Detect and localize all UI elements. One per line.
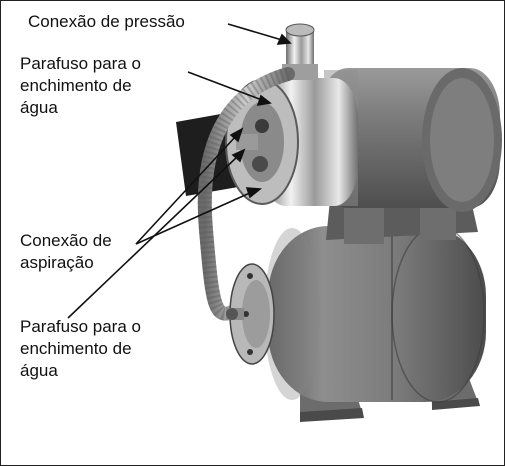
arrow-suction-1 bbox=[229, 127, 244, 143]
pump-housing bbox=[225, 78, 358, 206]
leader-fill-top bbox=[187, 71, 263, 101]
arrow-pressure bbox=[276, 33, 292, 45]
label-suction-connection: Conexão de aspiração bbox=[20, 231, 112, 272]
pressure-tank bbox=[264, 225, 486, 403]
label-fill-screw-top: Parafuso para o enchimento de água bbox=[20, 54, 141, 117]
leader-lines bbox=[67, 23, 292, 319]
label-fill-screw-bottom: Parafuso para o enchimento de água bbox=[20, 317, 141, 380]
suction-flange bbox=[226, 263, 275, 365]
leader-pressure bbox=[227, 23, 283, 41]
arrow-fill-top bbox=[256, 94, 272, 107]
arrow-suction-2 bbox=[245, 187, 263, 199]
label-pressure-connection: Conexão de pressão bbox=[28, 12, 185, 31]
leader-fill-bottom bbox=[67, 155, 239, 319]
leader-suction-1 bbox=[135, 135, 237, 245]
arrow-fill-bottom bbox=[231, 148, 246, 163]
